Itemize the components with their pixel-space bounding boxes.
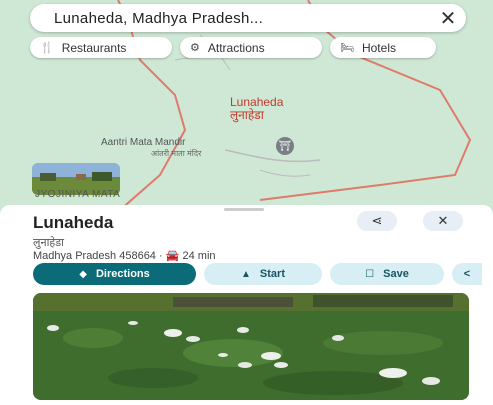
poi-name-en: Aantri Mata Mandir [101,137,186,148]
village-label: JYOJINIYA MATA [35,189,121,200]
attractions-icon: ⚙ [190,42,200,54]
search-input[interactable]: Lunaheda, Madhya Pradesh... [54,9,264,27]
save-label: Save [383,268,409,280]
category-chips: 🍴 Restaurants ⚙ Attractions 🛏 Hotels [30,37,436,58]
bookmark-icon: ☐ [365,268,375,280]
close-sheet-button[interactable]: ✕ [423,211,463,231]
map-view[interactable]: Lunaheda, Madhya Pradesh... ✕ 🍴 Restaura… [0,0,493,215]
restaurant-icon: 🍴 [40,42,54,54]
sheet-drag-handle[interactable] [224,208,264,211]
photo-image [33,293,469,400]
chip-restaurants-label: Restaurants [61,40,127,55]
place-title: Lunaheda [33,213,114,232]
action-bar: ◆ Directions ▲ Start ☐ Save < [33,263,482,285]
place-address: Madhya Pradesh 458664 [33,250,156,262]
search-bar[interactable]: Lunaheda, Madhya Pradesh... ✕ [30,4,466,32]
poi-label[interactable]: Aantri Mata Mandir आंतरी माता मंदिर [101,137,201,159]
save-button[interactable]: ☐ Save [330,263,444,285]
hotel-icon: 🛏 [340,42,354,54]
share-icon: ⋖ [371,213,383,228]
poi-name-hi: आंतरी माता मंदिर [151,149,202,158]
chip-hotels[interactable]: 🛏 Hotels [330,37,436,58]
street-view-thumbnail[interactable] [32,163,120,195]
close-icon[interactable]: ✕ [439,7,457,30]
chip-restaurants[interactable]: 🍴 Restaurants [30,37,172,58]
temple-pin-icon[interactable]: ⛩ [276,137,294,155]
place-title-local: लुनाहेडा [33,237,64,249]
travel-time: 24 min [182,250,216,262]
map-place-label[interactable]: Lunaheda लुनाहेडा [230,96,283,122]
directions-label: Directions [95,268,150,280]
chip-hotels-label: Hotels [361,40,396,55]
share-icon: < [463,268,471,280]
map-place-name-hi: लुनाहेडा [230,108,264,122]
car-icon: 🚘 [165,250,180,262]
share-button[interactable]: ⋖ [357,211,397,231]
directions-icon: ◆ [79,268,87,280]
chip-attractions[interactable]: ⚙ Attractions [180,37,322,58]
place-subtitle: Madhya Pradesh 458664 · 🚘 24 min [33,249,216,262]
navigation-arrow-icon: ▲ [241,268,251,280]
chip-attractions-label: Attractions [207,40,265,55]
close-icon: ✕ [437,213,449,228]
start-button[interactable]: ▲ Start [204,263,322,285]
separator: · [155,250,166,262]
start-label: Start [259,268,285,280]
more-actions-button[interactable]: < [452,263,482,285]
place-photo[interactable] [33,293,469,400]
directions-button[interactable]: ◆ Directions [33,263,196,285]
map-place-name-en: Lunaheda [230,95,284,109]
